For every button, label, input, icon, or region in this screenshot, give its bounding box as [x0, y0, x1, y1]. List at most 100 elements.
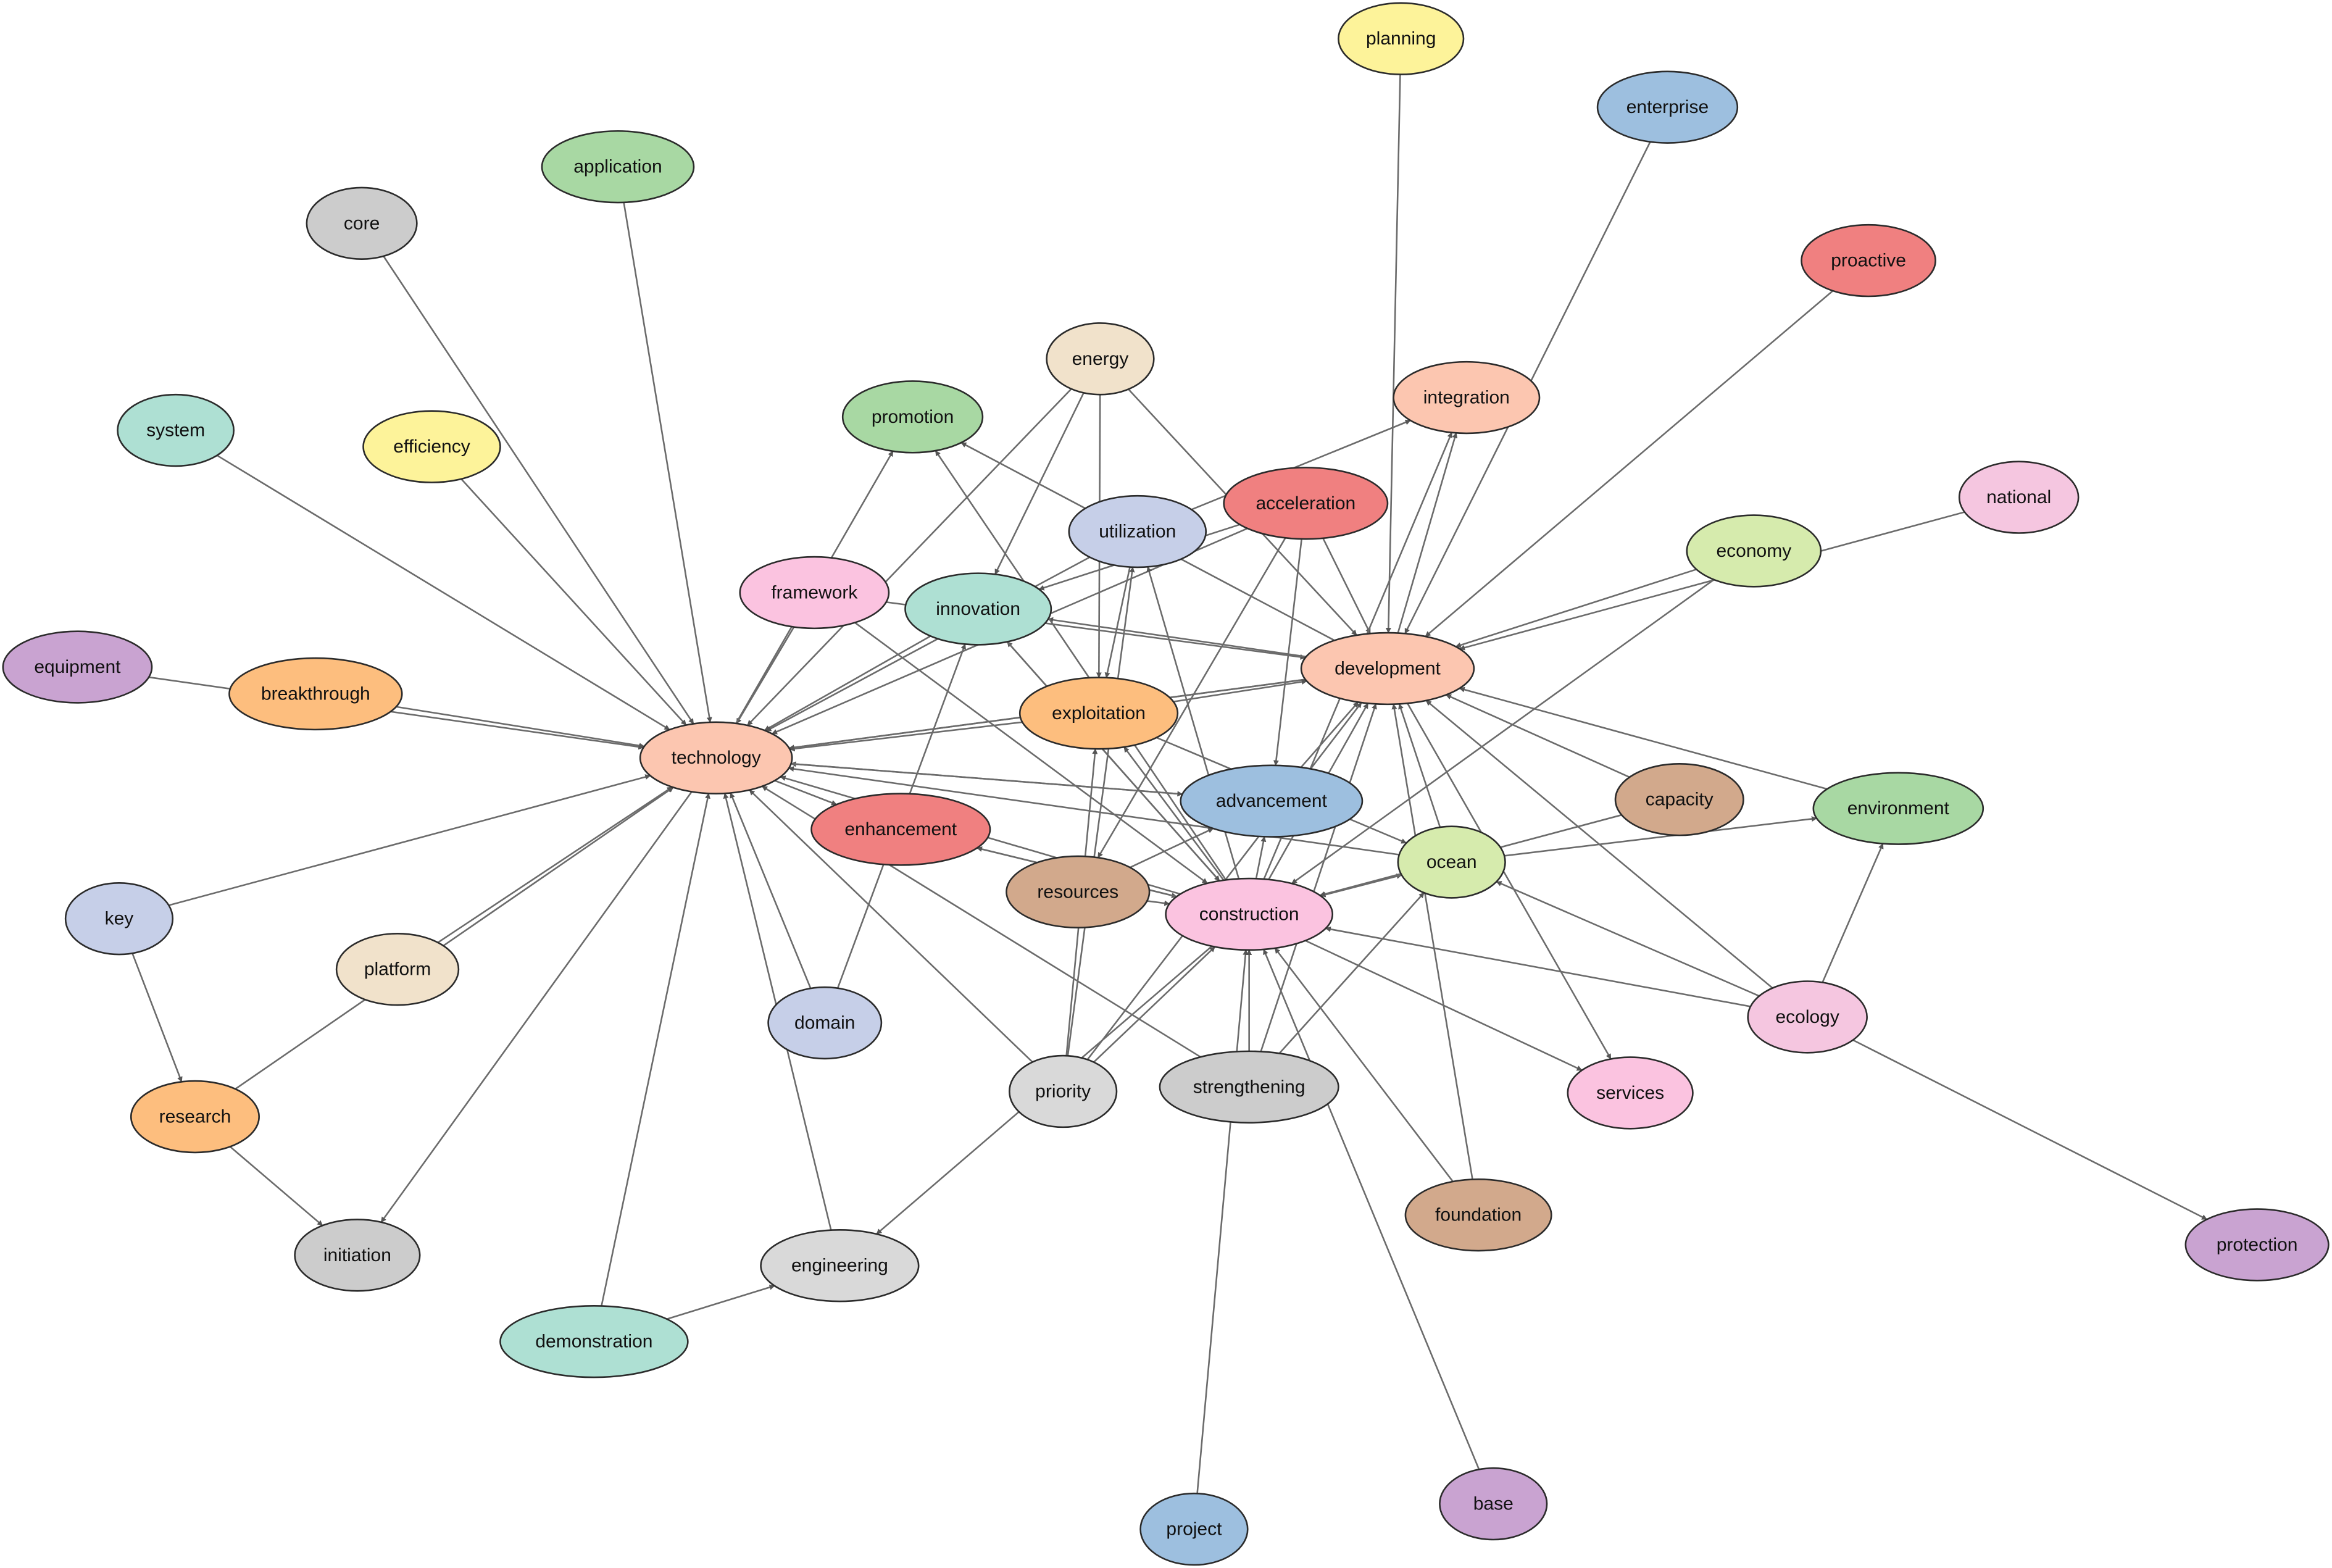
node-national[interactable]: national [1958, 461, 2080, 534]
node-exploitation[interactable]: exploitation [1018, 677, 1179, 750]
node-shape-engineering[interactable] [760, 1229, 920, 1303]
node-shape-key[interactable] [64, 882, 174, 956]
node-shape-economy[interactable] [1686, 514, 1822, 588]
node-shape-services[interactable] [1567, 1056, 1694, 1130]
node-shape-platform[interactable] [335, 933, 460, 1006]
node-shape-protection[interactable] [2184, 1208, 2330, 1282]
node-energy[interactable]: energy [1046, 322, 1155, 396]
edge-key-to-technology [169, 774, 651, 906]
node-enhancement[interactable]: enhancement [810, 793, 991, 866]
node-shape-demonstration[interactable] [499, 1305, 689, 1378]
node-shape-exploitation[interactable] [1018, 677, 1179, 750]
node-shape-technology[interactable] [639, 721, 793, 794]
node-economy[interactable]: economy [1686, 514, 1822, 588]
node-proactive[interactable]: proactive [1801, 223, 1936, 298]
node-technology[interactable]: technology [639, 721, 793, 794]
node-services[interactable]: services [1567, 1056, 1694, 1130]
node-shape-framework[interactable] [739, 556, 890, 630]
node-resources[interactable]: resources [1006, 855, 1151, 928]
node-innovation[interactable]: innovation [904, 572, 1052, 646]
node-environment[interactable]: environment [1812, 772, 1984, 845]
node-core[interactable]: core [306, 186, 418, 260]
node-shape-planning[interactable] [1338, 2, 1465, 75]
node-efficiency[interactable]: efficiency [362, 410, 501, 483]
node-shape-environment[interactable] [1812, 772, 1984, 845]
node-domain[interactable]: domain [767, 986, 883, 1060]
node-shape-resources[interactable] [1006, 855, 1151, 928]
edge-efficiency-to-technology [460, 478, 687, 726]
node-label-strengthening: strengthening [1193, 1077, 1306, 1097]
node-shape-acceleration[interactable] [1223, 467, 1389, 540]
node-shape-core[interactable] [306, 186, 418, 260]
node-shape-promotion[interactable] [841, 380, 984, 454]
node-planning[interactable]: planning [1338, 2, 1465, 75]
edge-resources-to-construction [1147, 900, 1170, 906]
node-strengthening[interactable]: strengthening [1159, 1050, 1339, 1124]
edge-construction-to-promotion [935, 450, 1227, 881]
node-shape-energy[interactable] [1046, 322, 1155, 396]
node-label-exploitation: exploitation [1052, 703, 1146, 724]
node-shape-national[interactable] [1958, 461, 2080, 534]
node-shape-construction[interactable] [1165, 877, 1334, 951]
node-application[interactable]: application [541, 130, 695, 204]
node-promotion[interactable]: promotion [841, 380, 984, 454]
node-shape-advancement[interactable] [1180, 764, 1364, 838]
node-initiation[interactable]: initiation [294, 1219, 421, 1292]
node-label-national: national [1986, 487, 2051, 507]
node-enterprise[interactable]: enterprise [1596, 70, 1739, 144]
node-priority[interactable]: priority [1009, 1054, 1118, 1128]
node-label-efficiency: efficiency [393, 436, 470, 457]
node-shape-system[interactable] [117, 393, 235, 467]
node-system[interactable]: system [117, 393, 235, 467]
node-platform[interactable]: platform [335, 933, 460, 1006]
node-shape-foundation[interactable] [1404, 1178, 1552, 1252]
node-framework[interactable]: framework [739, 556, 890, 630]
node-shape-innovation[interactable] [904, 572, 1052, 646]
node-shape-utilization[interactable] [1068, 494, 1207, 569]
node-engineering[interactable]: engineering [760, 1229, 920, 1303]
node-research[interactable]: research [130, 1080, 260, 1154]
node-equipment[interactable]: equipment [2, 630, 153, 704]
node-demonstration[interactable]: demonstration [499, 1305, 689, 1378]
node-integration[interactable]: integration [1393, 361, 1541, 435]
node-key[interactable]: key [64, 882, 174, 956]
node-shape-enterprise[interactable] [1596, 70, 1739, 144]
node-foundation[interactable]: foundation [1404, 1178, 1552, 1252]
node-shape-ocean[interactable] [1397, 825, 1506, 899]
node-shape-initiation[interactable] [294, 1219, 421, 1292]
node-shape-priority[interactable] [1009, 1054, 1118, 1128]
node-ocean[interactable]: ocean [1397, 825, 1506, 899]
node-label-construction: construction [1199, 904, 1299, 924]
node-shape-ecology[interactable] [1747, 980, 1868, 1054]
node-shape-research[interactable] [130, 1080, 260, 1154]
node-ecology[interactable]: ecology [1747, 980, 1868, 1054]
node-base[interactable]: base [1439, 1467, 1548, 1541]
node-development[interactable]: development [1300, 632, 1475, 706]
node-shape-enhancement[interactable] [810, 793, 991, 866]
node-shape-integration[interactable] [1393, 361, 1541, 435]
node-label-application: application [573, 157, 662, 177]
node-shape-efficiency[interactable] [362, 410, 501, 483]
node-shape-proactive[interactable] [1801, 223, 1936, 298]
node-shape-application[interactable] [541, 130, 695, 204]
node-shape-equipment[interactable] [2, 630, 153, 704]
node-advancement[interactable]: advancement [1180, 764, 1364, 838]
node-breakthrough[interactable]: breakthrough [228, 657, 403, 731]
node-shape-capacity[interactable] [1614, 763, 1744, 836]
node-capacity[interactable]: capacity [1614, 763, 1744, 836]
node-label-engineering: engineering [791, 1256, 888, 1276]
edge-key-to-research [131, 953, 183, 1083]
node-shape-development[interactable] [1300, 632, 1475, 706]
node-protection[interactable]: protection [2184, 1208, 2330, 1282]
node-acceleration[interactable]: acceleration [1223, 467, 1389, 540]
node-shape-strengthening[interactable] [1159, 1050, 1339, 1124]
node-shape-base[interactable] [1439, 1467, 1548, 1541]
node-utilization[interactable]: utilization [1068, 494, 1207, 569]
edge-ecology-to-ocean [1496, 880, 1760, 997]
node-construction[interactable]: construction [1165, 877, 1334, 951]
node-shape-breakthrough[interactable] [228, 657, 403, 731]
edge-priority-to-technology [749, 789, 1033, 1063]
node-project[interactable]: project [1139, 1492, 1249, 1566]
node-shape-domain[interactable] [767, 986, 883, 1060]
node-shape-project[interactable] [1139, 1492, 1249, 1566]
